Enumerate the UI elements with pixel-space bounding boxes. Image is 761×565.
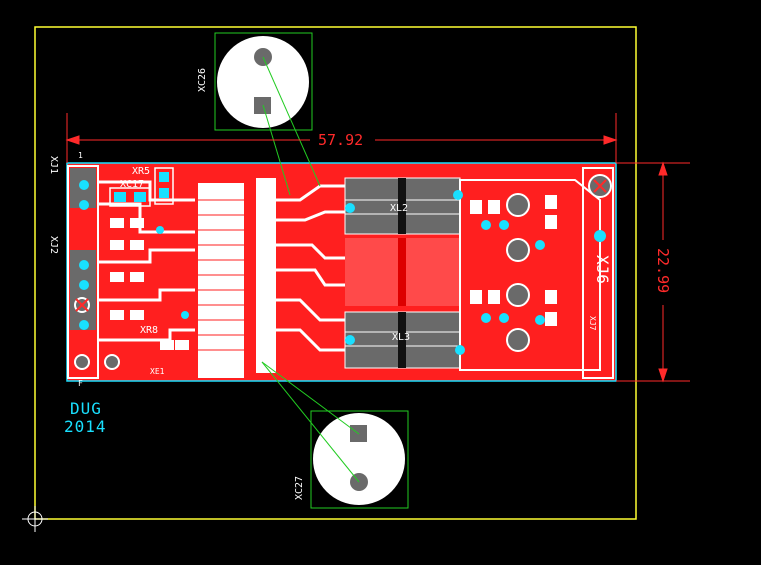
label-xj7: XJ7 <box>588 316 597 331</box>
label-xr8: XR8 <box>140 325 159 336</box>
credit-line2: 2014 <box>64 417 107 436</box>
ratsnest-lines <box>261 56 360 483</box>
label-xc26: XC26 <box>197 67 208 92</box>
dimension-height-label: 22.99 <box>654 248 672 294</box>
label-xl2: XL2 <box>390 203 409 214</box>
capacitor-xc27[interactable] <box>310 410 409 509</box>
label-xj2: XJ2 <box>48 236 59 255</box>
label-xc17: XC17 <box>120 179 145 190</box>
label-xr5: XR5 <box>132 166 151 177</box>
dimension-width-label: 57.92 <box>318 131 364 149</box>
label-xc27: XC27 <box>294 475 305 500</box>
capacitor-xc26[interactable] <box>214 32 313 131</box>
board-outline <box>34 26 637 520</box>
copper-board[interactable] <box>66 162 617 382</box>
label-xl3: XL3 <box>392 332 411 343</box>
label-xj6: XJ6 <box>593 255 612 284</box>
label-pin1: 1 <box>78 151 83 160</box>
dimension-height <box>616 161 690 383</box>
label-xe1: XE1 <box>150 367 165 376</box>
label-xj1: XJ1 <box>48 156 59 175</box>
label-pin-f: F <box>78 379 83 388</box>
credit-line1: DUG <box>70 399 102 418</box>
origin-crosshair-icon <box>22 506 48 532</box>
dimension-width <box>65 113 618 163</box>
